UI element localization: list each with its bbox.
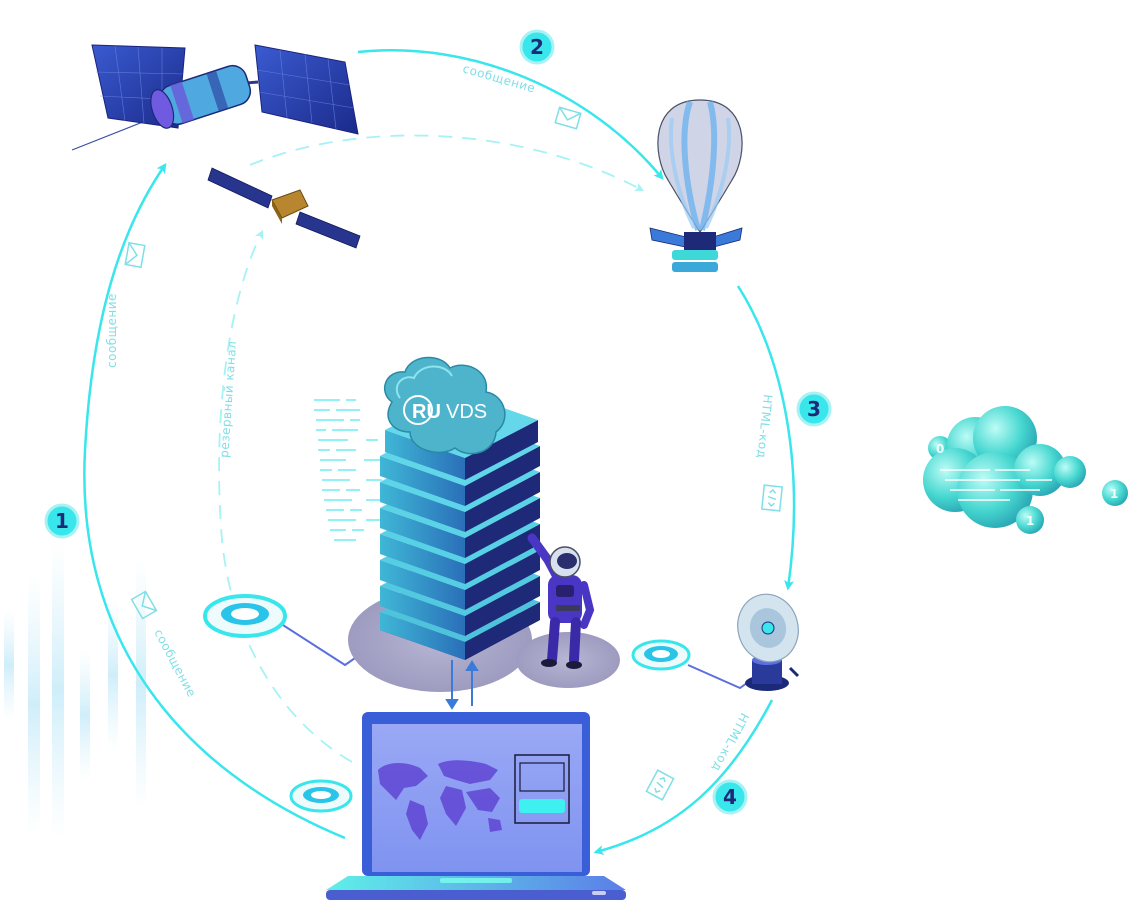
backup-channel-paths — [218, 134, 644, 763]
svg-text:3: 3 — [807, 397, 821, 421]
step-badges: 1 2 3 4 — [44, 29, 832, 815]
astronaut-icon — [527, 533, 595, 669]
step-2-badge: 2 — [519, 29, 555, 65]
path-balloon-to-dish — [736, 285, 796, 591]
envelope-icon — [124, 106, 582, 620]
server-rack-icon: RU VDS — [380, 356, 540, 660]
svg-text:1: 1 — [55, 509, 69, 533]
label-message-left-down: сообщение — [151, 627, 199, 700]
main-cycle — [83, 48, 796, 855]
svg-text:4: 4 — [723, 785, 737, 809]
svg-text:2: 2 — [530, 35, 544, 59]
svg-text:1: 1 — [1026, 514, 1034, 528]
svg-text:1: 1 — [1110, 487, 1118, 501]
ring-left — [203, 594, 287, 638]
satellite-dish-icon — [737, 593, 800, 691]
svg-text:0: 0 — [936, 442, 944, 456]
label-message-left-up: сообщение — [105, 293, 119, 368]
logo-vds-text: VDS — [446, 401, 487, 423]
astronaut-platform — [516, 632, 620, 688]
path-satellite-to-balloon — [357, 48, 664, 180]
server-laptop-link — [445, 660, 479, 710]
balloon-icon — [649, 99, 743, 272]
cloud-icon: 1 1 0 — [923, 406, 1128, 534]
label-html-code-right: HTML-код — [754, 394, 775, 460]
step-3-badge: 3 — [796, 391, 832, 427]
ring-bottom — [289, 779, 353, 813]
small-satellite-icon — [207, 167, 361, 249]
ring-right — [631, 639, 691, 671]
path-laptop-to-satellite — [83, 162, 346, 840]
world-map — [378, 760, 502, 840]
logo-ru-text: RU — [412, 401, 441, 423]
step-4-badge: 4 — [712, 779, 748, 815]
path-dish-to-laptop — [593, 699, 774, 855]
cloud-logo: RU VDS — [383, 356, 506, 455]
background-light-bars — [4, 540, 146, 840]
step-1-badge: 1 — [44, 503, 80, 539]
code-snippet-decor — [314, 399, 384, 541]
laptop-icon — [326, 712, 626, 900]
label-backup-channel: резервный канал — [217, 340, 239, 458]
connector-rings — [203, 594, 691, 813]
code-icon — [645, 484, 784, 801]
satellite-icon — [71, 44, 359, 151]
